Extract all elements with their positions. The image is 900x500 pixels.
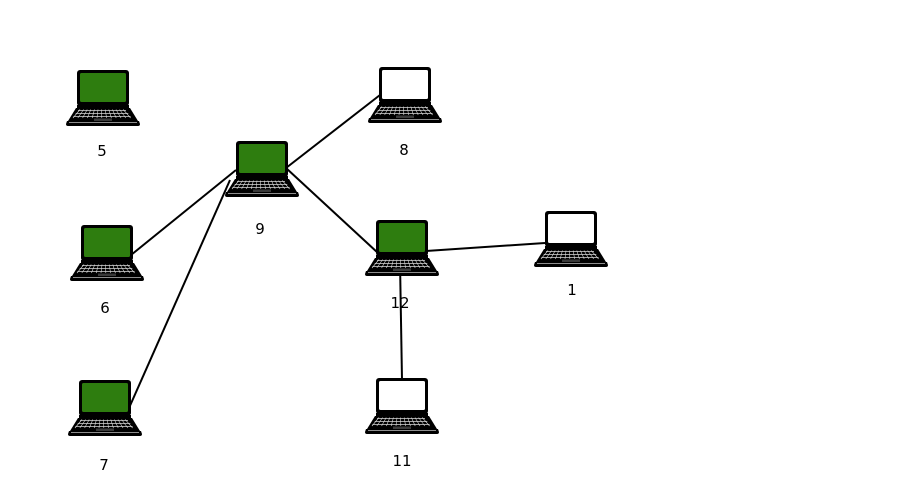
edges-layer — [128, 94, 546, 409]
laptop-icon — [225, 141, 299, 197]
edge-9-12 — [285, 167, 379, 254]
laptop-base — [70, 418, 140, 431]
laptop-keys — [371, 259, 430, 269]
node-label: 8 — [399, 141, 409, 159]
laptop-icon — [368, 67, 442, 123]
laptop-bottom — [365, 271, 439, 276]
edge-12-1 — [425, 242, 546, 252]
laptop-bottom — [365, 429, 439, 434]
laptop-bottom — [225, 192, 299, 197]
laptop-hinge — [236, 176, 288, 179]
laptop-bottom — [368, 118, 442, 123]
laptop-icon — [66, 70, 140, 126]
node-label: 5 — [97, 142, 107, 160]
laptop-icon — [68, 380, 142, 436]
laptop-keys — [371, 417, 430, 427]
edge-9-6 — [130, 169, 237, 256]
nodes-layer: 5 9 8 6 12 1 7 11 — [66, 67, 608, 474]
laptop-touchpad — [393, 268, 411, 271]
laptop-hinge — [77, 105, 129, 108]
node-label: 11 — [392, 452, 411, 470]
laptop-touchpad — [94, 118, 112, 121]
laptop-keys — [231, 180, 290, 190]
laptop-keys — [72, 109, 131, 119]
node-label: 9 — [255, 220, 265, 238]
laptop-display — [379, 381, 425, 410]
laptop-display — [84, 228, 130, 257]
laptop-icon — [365, 378, 439, 434]
laptop-base — [367, 416, 437, 429]
node-7[interactable]: 7 — [68, 380, 142, 474]
laptop-keys — [540, 250, 599, 260]
laptop-base — [72, 263, 142, 276]
node-label: 1 — [567, 281, 577, 299]
laptop-hinge — [81, 260, 133, 263]
laptop-hinge — [376, 255, 428, 258]
laptop-base — [367, 258, 437, 271]
node-label: 7 — [99, 456, 109, 474]
laptop-display — [82, 383, 128, 412]
laptop-bottom — [68, 431, 142, 436]
laptop-base — [536, 249, 606, 262]
edge-9-7 — [128, 179, 231, 409]
laptop-hinge — [376, 413, 428, 416]
node-9[interactable]: 9 — [225, 141, 299, 238]
node-12[interactable]: 12 — [365, 220, 439, 312]
laptop-display — [548, 214, 594, 243]
laptop-display — [379, 223, 425, 252]
laptop-hinge — [379, 102, 431, 105]
laptop-touchpad — [96, 428, 114, 431]
laptop-touchpad — [98, 273, 116, 276]
laptop-icon — [70, 225, 144, 281]
edge-12-11 — [399, 261, 403, 381]
laptop-keys — [374, 106, 433, 116]
laptop-base — [227, 179, 297, 192]
laptop-hinge — [79, 415, 131, 418]
laptop-base — [68, 108, 138, 121]
laptop-bottom — [534, 262, 608, 267]
laptop-base — [370, 105, 440, 118]
laptop-icon — [534, 211, 608, 267]
laptop-display — [382, 70, 428, 99]
node-label: 12 — [390, 294, 409, 312]
laptop-touchpad — [396, 115, 414, 118]
node-11[interactable]: 11 — [365, 378, 439, 470]
laptop-icon — [365, 220, 439, 276]
laptop-touchpad — [393, 426, 411, 429]
edge-9-8 — [285, 94, 381, 169]
laptop-touchpad — [562, 259, 580, 262]
node-5[interactable]: 5 — [66, 70, 140, 160]
laptop-keys — [76, 264, 135, 274]
node-6[interactable]: 6 — [70, 225, 144, 317]
laptop-display — [239, 144, 285, 173]
laptop-display — [80, 73, 126, 102]
node-1[interactable]: 1 — [534, 211, 608, 299]
laptop-keys — [74, 419, 133, 429]
laptop-hinge — [545, 246, 597, 249]
node-label: 6 — [100, 299, 110, 317]
node-8[interactable]: 8 — [368, 67, 442, 159]
laptop-touchpad — [253, 189, 271, 192]
laptop-bottom — [66, 121, 140, 126]
laptop-bottom — [70, 276, 144, 281]
